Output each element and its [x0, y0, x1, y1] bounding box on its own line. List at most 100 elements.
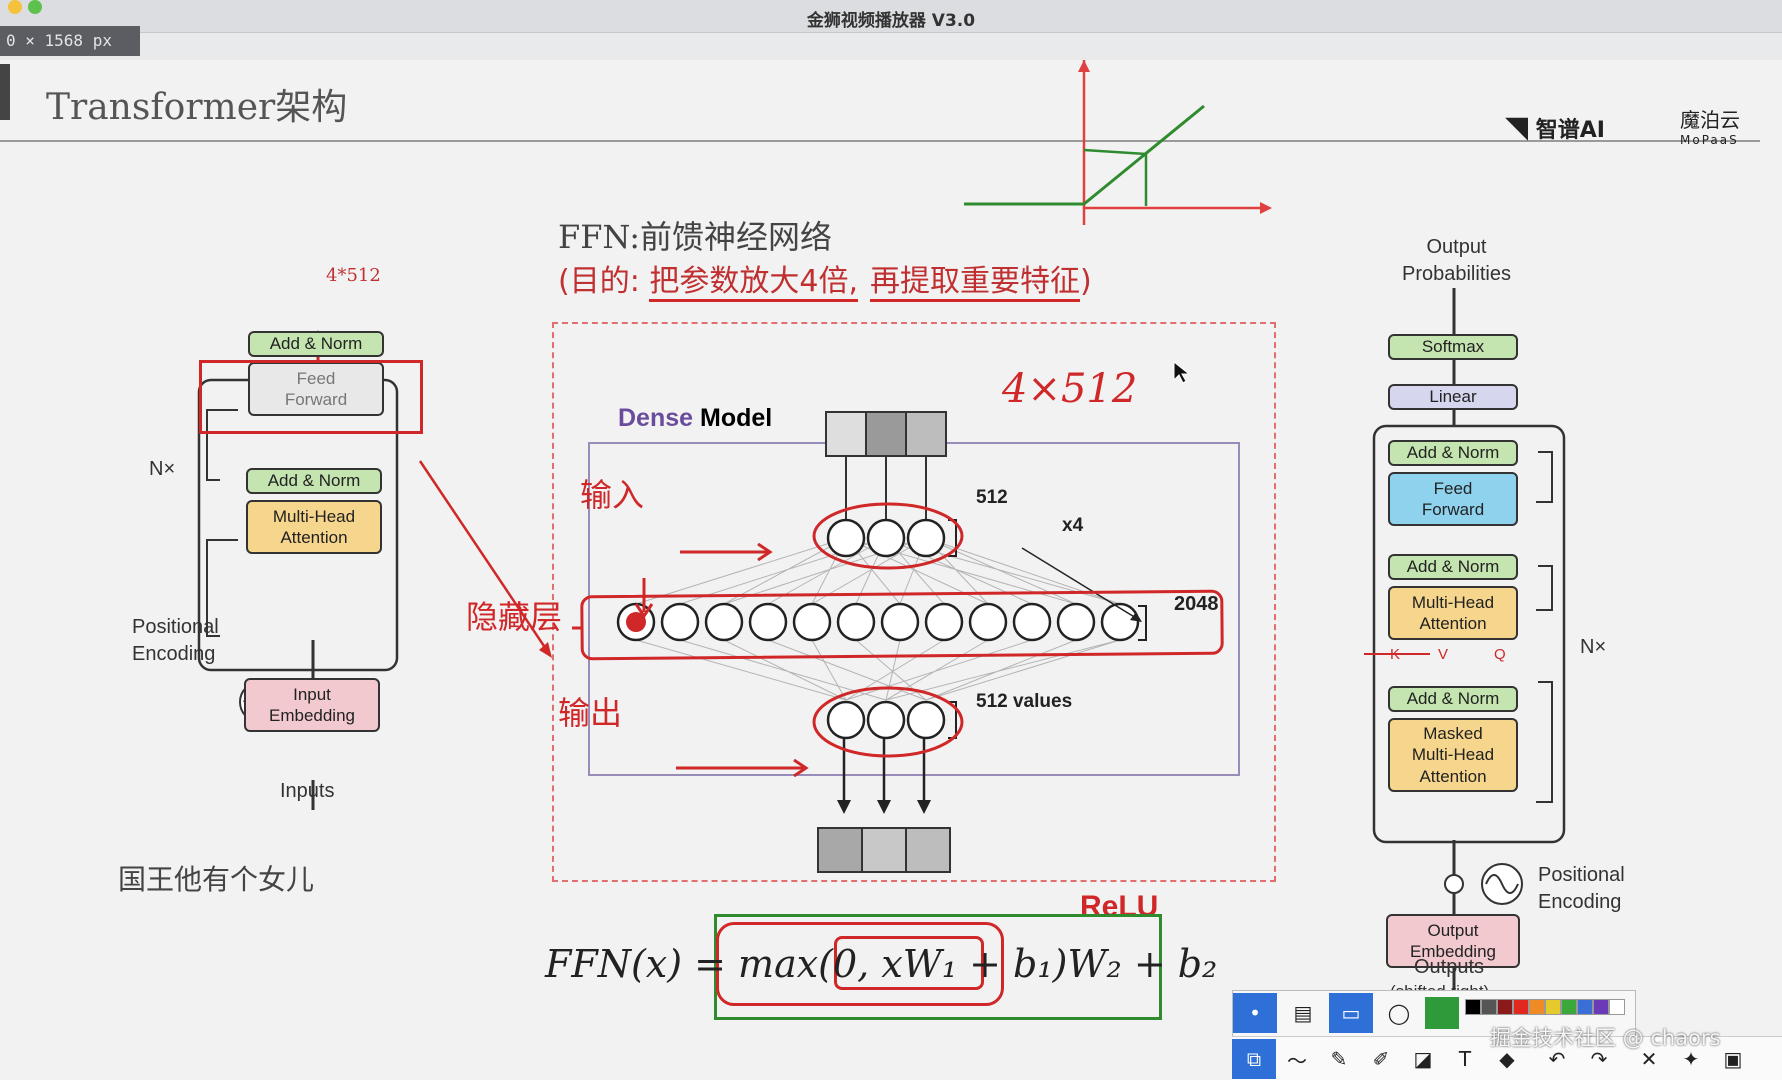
ffn-formula: FFN(x) = max(0, xW₁ + b₁)W₂ + b₂: [545, 942, 1218, 986]
rectangle-tool-button[interactable]: ▭: [1329, 993, 1373, 1033]
decoder-residual-2: [1536, 565, 1553, 611]
highlighter-tool-button[interactable]: ✐: [1372, 1047, 1390, 1071]
palette-color-swatch[interactable]: [1609, 999, 1625, 1015]
app-title: 金狮视频播放器 V3.0: [806, 11, 976, 31]
zhipu-logo-text: 智谱AI: [1535, 118, 1605, 143]
palette-color-swatch[interactable]: [1529, 999, 1545, 1015]
zhipu-logo-mark-icon: ◥: [1505, 110, 1529, 145]
input-neuron: [906, 518, 946, 558]
decoder-residual-1: [1536, 451, 1553, 503]
hidden-neuron: [924, 602, 964, 642]
minimize-dot-icon[interactable]: [8, 0, 22, 14]
eraser-tool-button[interactable]: ◆: [1499, 1047, 1515, 1071]
decoder-mmha-line1: Masked: [1423, 724, 1483, 744]
dimension-readout: 0 × 1568 px: [0, 26, 140, 56]
decoder-masked-attention: Masked Multi-Head Attention: [1388, 718, 1518, 792]
output-token-cell-2: [861, 827, 907, 873]
ffn-purpose: (目的: 把参数放大4倍,再提取重要特征): [558, 256, 1092, 302]
scale-arrow-icon: [1130, 612, 1142, 622]
toolbar-row-actions: ⧉ 〜 ✎ ✐ ◪ T ◆ ↶ ↷ ✕ ✦ ▣: [1232, 1036, 1782, 1080]
undo-button[interactable]: ↶: [1548, 1047, 1566, 1071]
hidden-neuron: [1056, 602, 1096, 642]
ellipse-tool-button[interactable]: ◯: [1387, 1001, 1411, 1025]
decoder-add-norm-3: Add & Norm: [1388, 686, 1518, 712]
decoder-q: Q: [1494, 646, 1506, 663]
hidden-neuron: [792, 602, 832, 642]
model-word: Model: [700, 404, 773, 432]
handwritten-4x512: 4×512: [1002, 366, 1138, 412]
palette-color-swatch[interactable]: [1561, 999, 1577, 1015]
hidden-neuron: [880, 602, 920, 642]
decoder-add-norm-1: Add & Norm: [1388, 440, 1518, 466]
input-token-cell-1: [825, 411, 867, 457]
encoder-top-label: 4*512: [326, 265, 381, 286]
palette-color-swatch[interactable]: [1545, 999, 1561, 1015]
decoder-outputs: Outputs: [1414, 956, 1485, 978]
decoder-positional-encoding: Positional Encoding: [1538, 862, 1625, 916]
input-layer-highlight: [812, 502, 964, 570]
out-prob-line2: Probabilities: [1402, 263, 1511, 285]
slide-canvas: Transformer架构 ◥ 智谱AI 魔泊云 MoPaaS: [0, 60, 1782, 1080]
ffn-heading: FFN:前馈神经网络: [558, 218, 833, 256]
decoder-mha-line1: Multi-Head: [1411, 592, 1495, 612]
hidden-layer-highlight: [580, 589, 1224, 661]
purpose-b: 再提取重要特征: [869, 264, 1080, 302]
decoder-k: K: [1390, 646, 1401, 663]
out-prob-line1: Output: [1426, 236, 1487, 258]
decoder-mmha-line3: Attention: [1419, 766, 1487, 786]
out-arrow-3-icon: [917, 800, 931, 814]
relu-y-arrow-icon: [1078, 60, 1090, 72]
out-arrow-1-icon: [837, 800, 851, 814]
output-neuron: [906, 700, 946, 740]
screen-tool-button[interactable]: ▤: [1293, 1001, 1313, 1025]
palette-color-swatch[interactable]: [1465, 999, 1481, 1015]
decoder-output-probabilities: Output Probabilities: [1402, 234, 1511, 288]
encoder-pos-line1: Positional: [132, 616, 219, 638]
current-color-swatch[interactable]: [1425, 997, 1459, 1029]
pin-button[interactable]: ✦: [1682, 1047, 1700, 1071]
relu-guide-h: [1083, 148, 1147, 156]
hidden-neurons: [616, 602, 1140, 642]
decoder-pos-add-icon: [1444, 874, 1464, 894]
pen-tool-button[interactable]: ✎: [1330, 1047, 1348, 1071]
text-tool-button[interactable]: T: [1458, 1047, 1472, 1071]
redo-button[interactable]: ↷: [1590, 1047, 1608, 1071]
palette-color-swatch[interactable]: [1577, 999, 1593, 1015]
output-hand-arrow-icon: [793, 758, 809, 778]
line-tool-button[interactable]: 〜: [1287, 1048, 1307, 1073]
decoder-multi-head-attention: Multi-Head Attention: [1388, 586, 1518, 640]
mesh-input-hidden: [635, 537, 1121, 605]
encoder-mha-line1: Multi-Head: [272, 506, 356, 526]
zoom-dot-icon[interactable]: [28, 0, 42, 14]
palette-color-swatch[interactable]: [1497, 999, 1513, 1015]
example-sentence: 国王他有个女儿: [118, 863, 315, 896]
output-token-cell-1: [817, 827, 863, 873]
input-token-cell-2: [865, 411, 907, 457]
input-neuron: [826, 518, 866, 558]
decoder-output-embedding: Output Embedding: [1386, 914, 1520, 968]
output-label: 输出: [558, 694, 623, 732]
encoder-inputs-label: Inputs: [280, 780, 335, 802]
encoder-ff-line2: Forward: [284, 390, 348, 409]
palette-color-swatch[interactable]: [1481, 999, 1497, 1015]
input-size: 512: [976, 487, 1008, 508]
pointer-tool-button[interactable]: •: [1233, 993, 1277, 1033]
decoder-residual-3: [1536, 681, 1553, 803]
formula-outer-box: [714, 914, 1162, 1020]
close-button[interactable]: ✕: [1640, 1047, 1658, 1071]
encoder-ffn-to-dense-arrow-icon: [539, 642, 552, 658]
input-label: 输入: [580, 476, 645, 514]
palette-color-swatch[interactable]: [1593, 999, 1609, 1015]
save-button[interactable]: ▣: [1723, 1047, 1743, 1071]
encoder-input-embedding: Input Embedding: [244, 678, 380, 732]
hidden-neuron: [1012, 602, 1052, 642]
decoder-v: V: [1438, 646, 1449, 663]
capture-button[interactable]: ⧉: [1232, 1039, 1276, 1079]
crop-tool-button[interactable]: ◪: [1413, 1047, 1433, 1071]
palette-color-swatch[interactable]: [1513, 999, 1529, 1015]
encoder-emb-line1: Input: [293, 684, 331, 704]
encoder-ff-line1: Feed: [296, 368, 336, 388]
mopaas-logo-subtext: MoPaaS: [1680, 133, 1739, 147]
hidden-neuron-marked: [626, 612, 646, 632]
